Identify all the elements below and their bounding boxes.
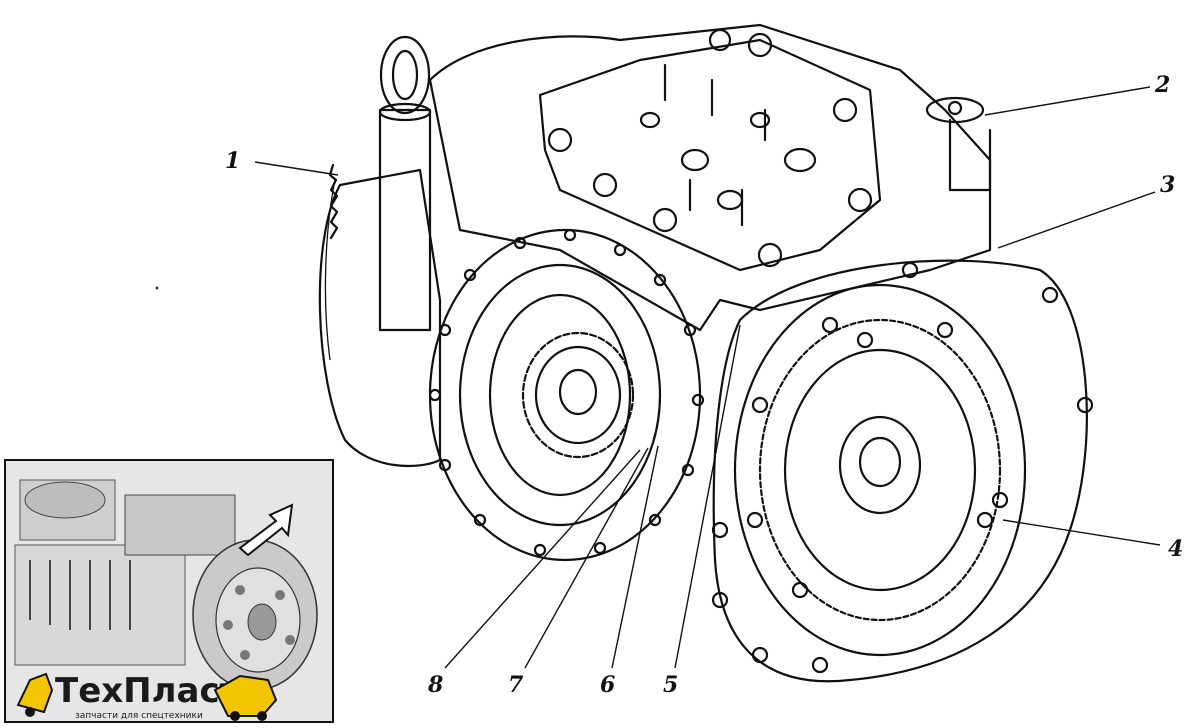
logo-tagline: запчасти для спецтехники: [75, 711, 203, 721]
callout-3: 3: [1160, 172, 1175, 198]
inset-engine-sketch: [14, 479, 318, 691]
logo-brand: ТехПласт: [55, 671, 240, 711]
inset-arrow-icon: [238, 503, 294, 557]
left-flange: [428, 228, 705, 562]
stray-dot: [155, 286, 159, 290]
techplast-logo: ТехПласт запчасти для спецтехники: [16, 671, 278, 721]
cover-bolts: [547, 28, 873, 268]
loader-logo-icon: [213, 674, 278, 721]
flange-bolt-holes: [428, 228, 705, 557]
main-housing: [428, 23, 992, 332]
studs: [663, 63, 767, 227]
lifting-eye: [378, 35, 432, 332]
callout-8: 8: [427, 672, 443, 698]
inset-photo: ТехПласт запчасти для спецтехники: [4, 459, 334, 723]
leader-lines: [254, 86, 1161, 669]
callout-6: 6: [600, 672, 615, 698]
callout-4: 4: [1168, 536, 1183, 562]
flywheel-teeth: [328, 163, 339, 240]
callout-2: 2: [1154, 72, 1170, 98]
callout-1: 1: [225, 148, 240, 174]
excavator-logo-icon: [16, 672, 54, 717]
cover-holes: [639, 111, 817, 211]
flange-studs: [711, 261, 1094, 674]
callout-5: 5: [663, 672, 678, 698]
spur-gear: [521, 331, 635, 459]
callout-7: 7: [508, 672, 524, 698]
right-flange: [711, 259, 1094, 683]
breather-fitting: [925, 96, 992, 192]
rear-housing: [318, 163, 442, 468]
